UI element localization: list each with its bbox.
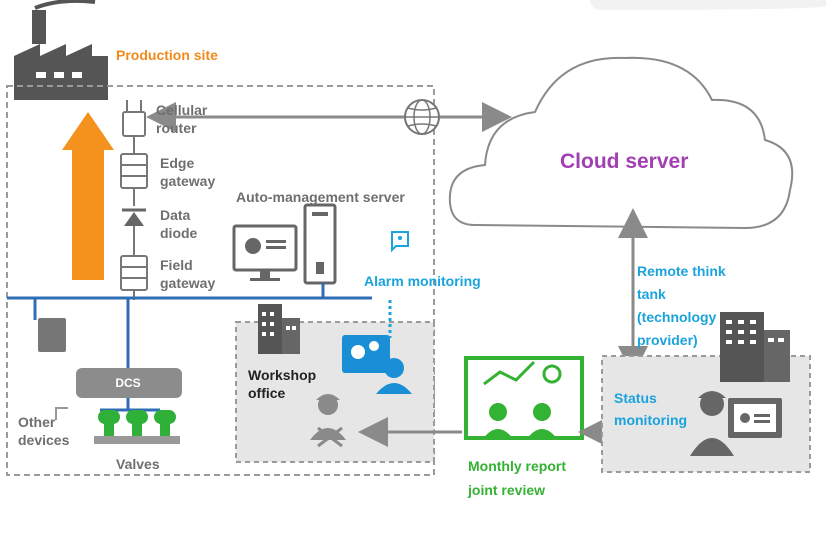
cellular-router-label: Cellular router <box>156 102 208 136</box>
valves-label: Valves <box>116 456 160 472</box>
auto-management-server-label: Auto-management server <box>236 189 405 205</box>
field-gateway-label: Field gateway <box>160 257 216 291</box>
alarm-monitoring-label: Alarm monitoring <box>364 273 481 289</box>
router-icon <box>122 100 146 137</box>
dcs-box <box>76 368 182 398</box>
data-diode-label: Data diode <box>160 207 198 241</box>
edge-gateway-label: Edge gateway <box>160 155 216 189</box>
workshop-office-label: Workshop office <box>248 367 317 401</box>
provider-building-icon <box>720 312 790 382</box>
remote-think-tank-label: Remote think tank (technology provider) <box>637 263 726 348</box>
cloud-shape <box>448 56 794 230</box>
notification-icon <box>391 231 409 253</box>
building-icon <box>258 304 300 354</box>
production-site-boundary <box>6 85 435 476</box>
top-panel-edge <box>590 0 826 10</box>
other-devices-label: Other devices <box>18 414 70 448</box>
server-tower-icon <box>303 203 337 285</box>
monthly-report-label: Monthly report joint review <box>468 458 566 498</box>
other-device-box <box>38 318 66 352</box>
globe-icon <box>404 99 440 135</box>
valve-icon <box>94 410 180 444</box>
status-monitoring-label: Status monitoring <box>614 390 688 428</box>
diode-icon <box>122 208 146 226</box>
dcs-label: DCS <box>115 376 141 390</box>
gateway-icon <box>120 153 148 189</box>
wrench-worker-icon <box>310 394 346 448</box>
chart-board-icon <box>464 356 584 440</box>
cloud-server-label: Cloud server <box>560 150 689 173</box>
network-bus <box>7 283 372 368</box>
monitor-icon <box>232 224 298 281</box>
other-devices-connector <box>55 407 68 420</box>
upstream-arrow <box>62 112 114 280</box>
field-gateway-icon <box>120 255 148 291</box>
engineer-icon <box>342 335 412 394</box>
production-site-label: Production site <box>116 47 218 63</box>
remote-engineer-icon <box>690 391 782 456</box>
